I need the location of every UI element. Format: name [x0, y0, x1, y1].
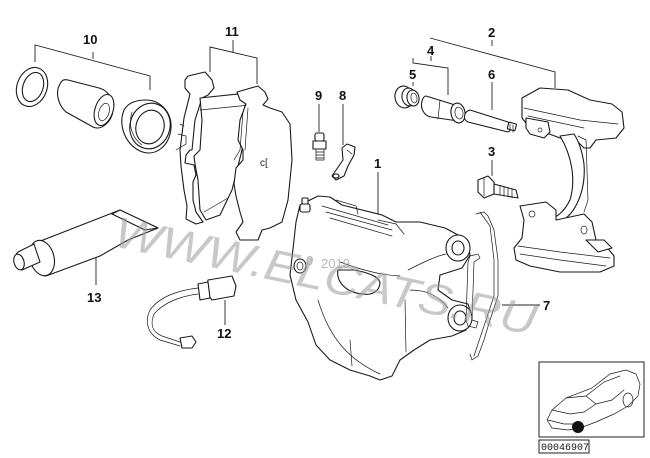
- part-7-anti-rattle-spring[interactable]: [465, 211, 499, 361]
- callout-3[interactable]: 3: [488, 144, 495, 159]
- vehicle-locator-thumbnail[interactable]: 00046907: [538, 361, 645, 454]
- callout-10[interactable]: 10: [83, 32, 97, 47]
- part-6-guide-pin[interactable]: [463, 109, 517, 133]
- callout-7[interactable]: 7: [543, 298, 550, 313]
- part-13-grease-tube[interactable]: [12, 209, 159, 278]
- pad-mark: c[: [260, 158, 268, 169]
- part-4-guide-sleeve[interactable]: [420, 95, 466, 124]
- location-marker-icon: [572, 421, 584, 433]
- piston-seal: [121, 99, 172, 154]
- callout-9[interactable]: 9: [315, 88, 322, 103]
- callout-labels: 10 11 9 8 1 2 4 5 6 3 7 13 12: [83, 24, 550, 341]
- part-8-bracket-clip[interactable]: [331, 143, 356, 181]
- part-12-wear-sensor[interactable]: [146, 275, 237, 349]
- part-10-piston-kit[interactable]: [11, 63, 175, 154]
- callout-4[interactable]: 4: [427, 43, 435, 58]
- callout-8[interactable]: 8: [339, 88, 346, 103]
- callout-6[interactable]: 6: [488, 67, 495, 82]
- piston: [57, 79, 115, 129]
- callout-2[interactable]: 2: [488, 25, 495, 40]
- part-5-guide-boot[interactable]: [393, 85, 420, 110]
- callout-1[interactable]: 1: [374, 156, 381, 171]
- callout-13[interactable]: 13: [87, 290, 101, 305]
- seal-ring: [15, 66, 49, 108]
- diagram-id-label: 00046907: [541, 443, 589, 454]
- part-9-bleeder-valve[interactable]: [312, 132, 327, 161]
- watermark-year: 2019: [321, 256, 350, 271]
- callout-5[interactable]: 5: [409, 67, 416, 82]
- leader-lines: [34, 37, 556, 325]
- watermark-year-prefix: 0: [306, 253, 313, 268]
- part-2-caliper-carrier[interactable]: [513, 87, 625, 273]
- part-3-hex-bolt[interactable]: [477, 175, 519, 199]
- callout-11[interactable]: 11: [225, 24, 239, 39]
- callout-12[interactable]: 12: [217, 326, 231, 341]
- part-11-brake-pads[interactable]: c[: [175, 71, 293, 241]
